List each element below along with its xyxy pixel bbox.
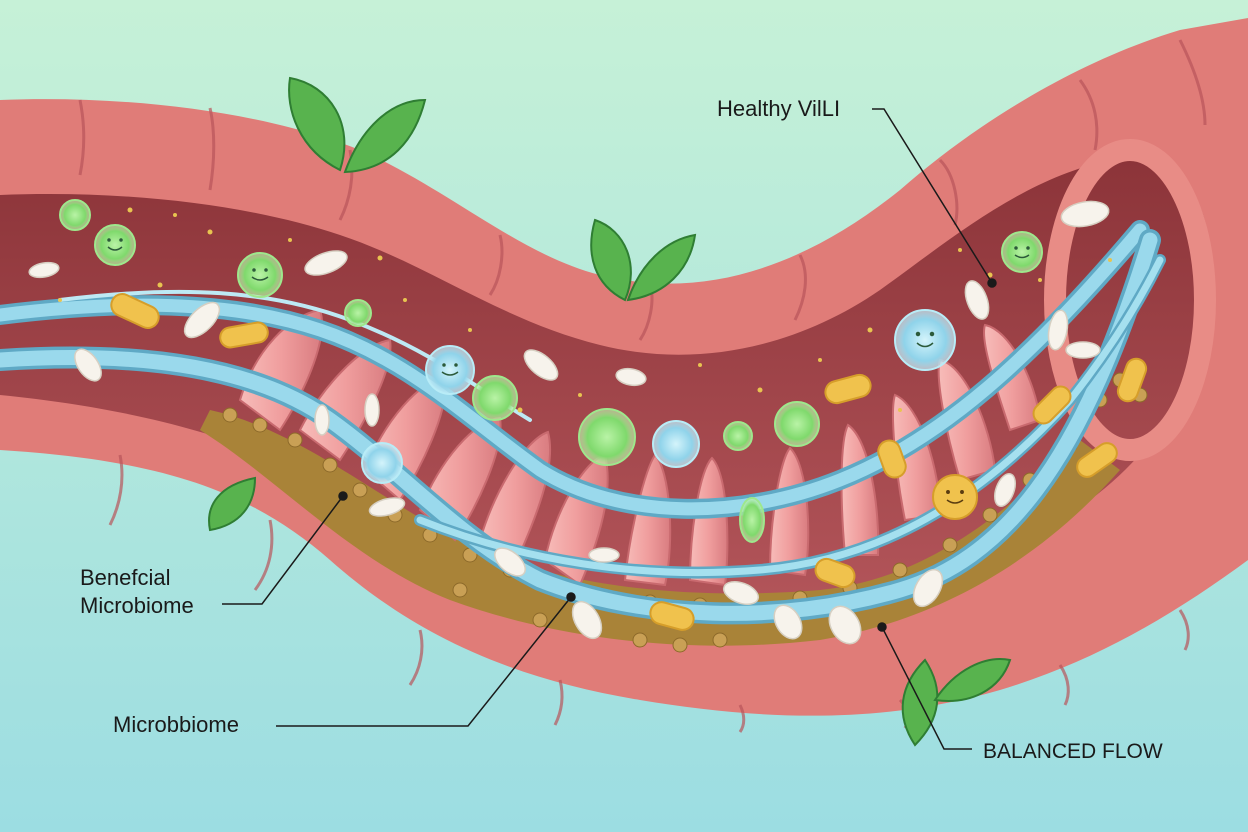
label-healthy-villi: Healthy VilLI bbox=[717, 96, 841, 121]
microbe-icon bbox=[472, 375, 518, 421]
green-microbes bbox=[59, 199, 1043, 543]
microbe-icon bbox=[739, 497, 765, 543]
label-balanced-flow: BALANCED FLOW bbox=[983, 740, 1163, 763]
callout-dot bbox=[877, 622, 887, 632]
label-beneficial-microbiome: Benefcial Microbiome bbox=[80, 564, 194, 620]
label-beneficial-line1: Benefcial bbox=[80, 565, 171, 590]
bacterium-icon bbox=[932, 474, 978, 520]
microbe-icon bbox=[425, 345, 475, 395]
pill-icon bbox=[1047, 309, 1069, 351]
bacterium-icon bbox=[877, 439, 907, 479]
callout-dot bbox=[338, 491, 348, 501]
microbe-icon bbox=[578, 408, 636, 466]
bacterium-icon bbox=[649, 601, 695, 631]
pill-icon bbox=[993, 472, 1017, 508]
pill-icon bbox=[773, 604, 803, 640]
callout-dot bbox=[987, 278, 997, 288]
bacterium-icon bbox=[110, 293, 160, 329]
pill-icon bbox=[523, 349, 559, 381]
callout-beneficial bbox=[222, 495, 344, 605]
bacterium-icon bbox=[1116, 357, 1148, 403]
pill-icon bbox=[314, 404, 330, 436]
villus bbox=[840, 423, 880, 556]
callout-microbbiome bbox=[276, 596, 572, 727]
pill-icon bbox=[304, 250, 348, 276]
callout-dot bbox=[566, 592, 576, 602]
leaf-icon bbox=[208, 476, 257, 532]
pill-icon bbox=[588, 547, 620, 563]
pill-icon bbox=[615, 367, 647, 387]
microbe-faces bbox=[107, 238, 1030, 376]
label-microbbiome: Microbbiome bbox=[113, 712, 239, 737]
microbe-icon bbox=[59, 199, 91, 231]
microbe-icon bbox=[361, 442, 403, 484]
pill-icon bbox=[494, 547, 526, 577]
pill-icon bbox=[183, 301, 221, 339]
bacterium-icon bbox=[1032, 385, 1072, 425]
yellow-face bbox=[946, 490, 964, 504]
microbe-icon bbox=[344, 299, 372, 327]
callout-healthy-villi bbox=[872, 108, 993, 284]
pill-icon bbox=[74, 348, 102, 382]
leaf-icon bbox=[590, 218, 697, 302]
microbe-icon bbox=[94, 224, 136, 266]
villus bbox=[768, 446, 810, 577]
pill-icon bbox=[964, 280, 990, 320]
pill-icon bbox=[571, 600, 603, 640]
lumen-opening bbox=[1044, 139, 1216, 461]
white-particles bbox=[28, 200, 1110, 645]
sparkle-dots bbox=[58, 207, 1112, 413]
bacterium-icon bbox=[824, 373, 872, 405]
pill-icon bbox=[1065, 341, 1101, 359]
pill-icon bbox=[368, 497, 406, 517]
microbe-icon bbox=[774, 401, 820, 447]
microbe-icon bbox=[652, 420, 700, 468]
microbe-icon bbox=[1001, 231, 1043, 273]
blue-microbes bbox=[361, 309, 956, 484]
pill-icon bbox=[28, 261, 60, 279]
microbe-icon bbox=[723, 421, 753, 451]
microbe-icon bbox=[237, 252, 283, 298]
pill-icon bbox=[364, 393, 380, 427]
pill-icon bbox=[828, 605, 862, 645]
pill-icon bbox=[912, 568, 944, 608]
villus bbox=[688, 456, 729, 587]
yellow-bacteria bbox=[110, 293, 1148, 631]
bacterium-icon bbox=[814, 557, 856, 589]
leaf-icon bbox=[288, 76, 427, 174]
blood-vessels bbox=[0, 220, 1166, 625]
bacterium-icon bbox=[1076, 442, 1118, 478]
microbe-icon bbox=[894, 309, 956, 371]
bacterium-icon bbox=[219, 321, 269, 349]
wall-segments bbox=[78, 39, 1207, 733]
callout-balanced-flow bbox=[881, 626, 972, 750]
callout-lines bbox=[222, 108, 997, 750]
pill-icon bbox=[722, 581, 760, 605]
pill-icon bbox=[1060, 200, 1110, 228]
label-beneficial-line2: Microbiome bbox=[80, 593, 194, 618]
